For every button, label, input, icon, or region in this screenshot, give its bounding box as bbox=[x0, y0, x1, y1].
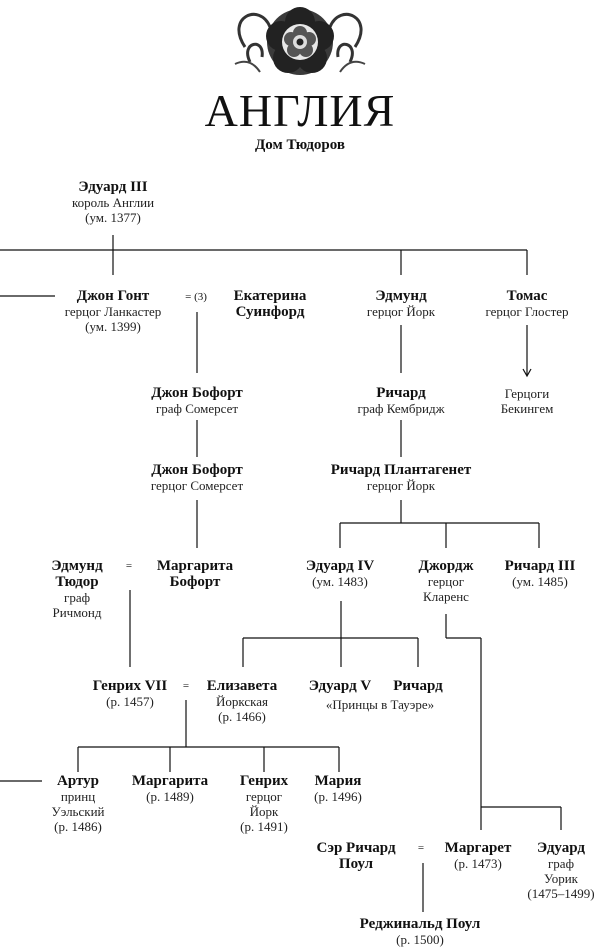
person-name: Елизавета bbox=[206, 678, 278, 694]
person-margaret-beaufort: Маргарита Бофорт bbox=[157, 558, 233, 590]
person-detail: (р. 1457) bbox=[106, 694, 154, 709]
person-name: Ричард III bbox=[504, 558, 576, 574]
person-detail: (ум. 1483) bbox=[312, 574, 368, 589]
person-richard-shrewsbury: Ричард bbox=[393, 678, 443, 694]
person-detail: (р. 1496) bbox=[314, 789, 362, 804]
person-detail: герцог Глостер bbox=[485, 304, 569, 319]
person-name: Джон Гонт bbox=[76, 288, 150, 304]
person-margaret-tudor: Маргарита(р. 1489) bbox=[132, 773, 208, 804]
person-name: Эдуард V bbox=[308, 678, 372, 694]
person-edward-iv: Эдуард IV(ум. 1483) bbox=[306, 558, 374, 589]
person-detail: «Принцы в Тауэре» bbox=[325, 697, 435, 712]
person-name: Джордж bbox=[418, 558, 474, 574]
person-detail: герцог Кларенс bbox=[423, 574, 469, 604]
person-edward-v: Эдуард V bbox=[309, 678, 372, 694]
person-henry-vii: Генрих VII(р. 1457) bbox=[93, 678, 167, 709]
marriage-mark: = bbox=[125, 560, 133, 572]
person-reginald-pole: Реджинальд Поул(р. 1500) bbox=[360, 916, 481, 947]
person-detail: Йоркская (р. 1466) bbox=[215, 694, 269, 724]
person-name: Артур bbox=[57, 773, 99, 789]
marriage-mark: = bbox=[182, 680, 190, 692]
person-name: Эдмунд bbox=[375, 288, 427, 304]
person-detail: Герцоги Бекингем bbox=[500, 386, 554, 416]
person-name: Генрих VII bbox=[92, 678, 168, 694]
person-detail: (р. 1473) bbox=[454, 856, 502, 871]
dukes-buckingham: Герцоги Бекингем bbox=[501, 386, 554, 416]
person-richard-pole: Сэр Ричард Поул bbox=[316, 840, 395, 872]
person-name: Генрих bbox=[239, 773, 289, 789]
person-name: Эдуард bbox=[537, 840, 585, 856]
person-name: Маргарет bbox=[444, 840, 512, 856]
page-subtitle: Дом Тюдоров bbox=[254, 137, 346, 153]
person-name: Маргарита Бофорт bbox=[156, 558, 234, 590]
person-detail: граф Кембридж bbox=[357, 401, 445, 416]
person-name: Томас bbox=[506, 288, 548, 304]
person-name: Эдуард IV bbox=[305, 558, 375, 574]
person-detail: король Англии (ум. 1377) bbox=[71, 195, 155, 225]
person-name: Эдмунд Тюдор bbox=[51, 558, 103, 590]
marriage-mark: = (3) bbox=[185, 291, 207, 303]
person-detail: герцог Сомерсет bbox=[150, 478, 244, 493]
princes-in-tower-label: «Принцы в Тауэре» bbox=[326, 697, 434, 712]
person-name: Реджинальд Поул bbox=[359, 916, 481, 932]
person-name: Маргарита bbox=[131, 773, 209, 789]
person-detail: герцог Йорк bbox=[366, 478, 436, 493]
person-detail: граф Уорик (1475–1499) bbox=[527, 856, 595, 901]
person-detail: (р. 1489) bbox=[146, 789, 194, 804]
person-detail: граф Сомерсет bbox=[155, 401, 239, 416]
tudor-rose-emblem bbox=[234, 7, 366, 75]
person-name: Мария bbox=[314, 773, 362, 789]
person-mary-tudor: Мария(р. 1496) bbox=[314, 773, 362, 804]
person-swynford: Екатерина Суинфорд bbox=[234, 288, 307, 320]
person-detail: герцог Йорк (р. 1491) bbox=[240, 789, 288, 834]
person-name: Екатерина Суинфорд bbox=[233, 288, 307, 320]
person-name: Джон Бофорт bbox=[151, 385, 243, 401]
person-name: Эдуард III bbox=[78, 179, 148, 195]
person-detail: (р. 1500) bbox=[396, 932, 444, 947]
page-title: АНГЛИЯ bbox=[204, 85, 396, 136]
person-detail: герцог Йорк bbox=[366, 304, 436, 319]
person-detail: (ум. 1485) bbox=[512, 574, 568, 589]
person-name: Сэр Ричард Поул bbox=[316, 840, 396, 872]
person-detail: граф Ричмонд bbox=[52, 590, 102, 620]
person-richard-iii: Ричард III(ум. 1485) bbox=[505, 558, 576, 589]
person-name: Ричард Плантагенет bbox=[330, 462, 472, 478]
person-margaret-pole: Маргарет(р. 1473) bbox=[445, 840, 512, 871]
person-name: Ричард bbox=[376, 385, 426, 401]
person-detail: принц Уэльский (р. 1486) bbox=[51, 789, 105, 834]
person-name: Джон Бофорт bbox=[151, 462, 243, 478]
marriage-mark: = bbox=[417, 842, 425, 854]
person-name: Ричард bbox=[393, 678, 443, 694]
person-detail: герцог Ланкастер (ум. 1399) bbox=[64, 304, 162, 334]
